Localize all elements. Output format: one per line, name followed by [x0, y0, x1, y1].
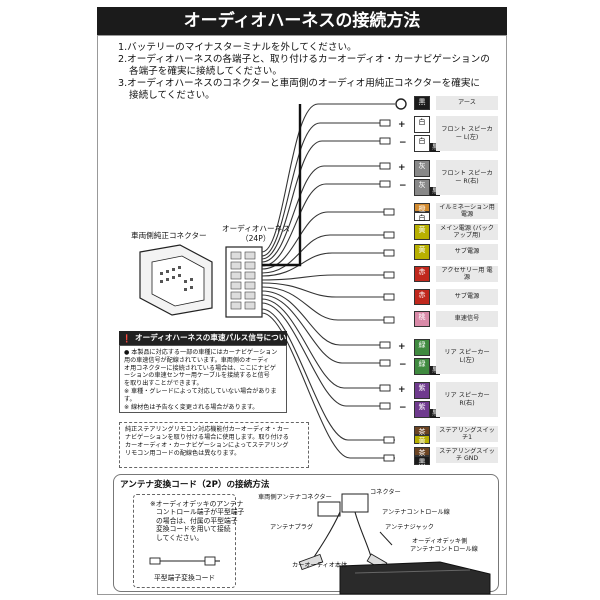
- wire-color-chip: 黄: [414, 244, 430, 260]
- wire-function-label: メイン電源 (バックアップ用): [436, 224, 498, 240]
- deck-wire-label-2: アンテナコントロール線: [410, 546, 478, 553]
- wire-color-chip: 黄: [414, 224, 430, 240]
- deck-wire-label-1: オーディオデッキ側: [412, 538, 468, 545]
- wire-function-label: ステアリングスイッチ1: [436, 426, 498, 442]
- harness-label: オーディオハーネス: [222, 224, 290, 233]
- step-3a: 3.オーディオハーネスのコネクターと車両側のオーディオ用純正コネクターを確実に: [118, 78, 481, 89]
- svg-text:−: −: [399, 403, 407, 413]
- connector-label: コネクター: [370, 489, 401, 496]
- svg-text:−: −: [399, 181, 407, 191]
- wire-color-chip: 茶: [414, 426, 430, 436]
- wire-function-label: 車速信号: [436, 311, 498, 327]
- wire-function-label: サブ電源: [436, 244, 498, 260]
- antenna-control-wire-label: アンテナコントロール線: [382, 509, 450, 516]
- antenna-plug-label: アンテナプラグ: [270, 524, 314, 531]
- wire-function-label: アース: [436, 96, 498, 110]
- caution-heading: ❗ オーディオハーネスの車速パルス信号について: [119, 331, 287, 356]
- wire-stripe-chip: 黒: [430, 187, 440, 196]
- flat-terminal-tip-box: [133, 494, 236, 588]
- wire-color-chip: 灰: [414, 160, 430, 177]
- wire-color-chip: 黒: [414, 96, 430, 110]
- step-2b: 各端子を確実に接続してください。: [129, 66, 282, 77]
- svg-text:+: +: [398, 385, 406, 395]
- flat-cord-label: 平型端子変換コード: [154, 574, 216, 582]
- wire-function-label: リア スピーカー L(左): [436, 339, 498, 374]
- wire-stripe-chip: 黒: [430, 366, 440, 375]
- antenna-section-title: アンテナ変換コード（2P）の接続方法: [120, 480, 270, 490]
- wire-stripe-chip: 黒: [430, 409, 440, 418]
- harness-connector: [225, 246, 263, 318]
- wire-color-chip: 紫: [414, 382, 430, 399]
- wire-function-label: ステアリングスイッチ GND: [436, 447, 498, 463]
- wire-color-chip-secondary: 白: [414, 212, 430, 222]
- wire-color-chip: 赤: [414, 289, 430, 305]
- wire-color-chip: 白: [414, 116, 430, 133]
- vehicle-antenna-connector-label: 車両側アンテナコネクター: [258, 494, 332, 501]
- step-3b: 接続してください。: [129, 90, 215, 101]
- audio-body-label: カーオーディオ本体: [292, 562, 348, 569]
- wire-stripe-chip: 黒: [430, 143, 440, 152]
- wire-color-chip: 茶: [414, 447, 430, 457]
- caution-body: ● 本製品に対応する一部の車種にはカーナビゲーション 用の車速信号が配線されてい…: [119, 345, 287, 413]
- steering-remote-note: 純正ステアリングリモコン対応機能付カーオーディオ・カー ナビゲーションを取り付け…: [119, 422, 309, 468]
- svg-text:+: +: [398, 163, 406, 173]
- svg-text:+: +: [398, 120, 406, 130]
- wire-function-label: リア スピーカー R(右): [436, 382, 498, 417]
- wire-color-chip: 赤: [414, 266, 430, 282]
- caution-icon: ❗: [122, 334, 132, 343]
- wire-color-chip: 緑: [414, 339, 430, 356]
- svg-text:−: −: [399, 360, 407, 370]
- wire-function-label: イルミネーション用 電源: [436, 203, 498, 219]
- wire-function-label: アクセサリー用 電源: [436, 266, 498, 282]
- wire-color-chip-secondary: 緑: [414, 358, 430, 375]
- antenna-jack-label: アンテナジャック: [385, 524, 434, 531]
- wire-color-chip-secondary: 紫: [414, 401, 430, 418]
- harness-pins-label: （24P）: [241, 234, 271, 243]
- wire-color-chip-secondary: 白: [414, 135, 430, 152]
- vehicle-connector-label: 車両側純正コネクター: [131, 231, 207, 240]
- page-title: オーディオハーネスの接続方法: [97, 7, 507, 35]
- wire-color-chip: 桃: [414, 311, 430, 327]
- wire-function-label: フロント スピーカー L(左): [436, 116, 498, 151]
- wire-function-label: フロント スピーカー R(右): [436, 160, 498, 195]
- svg-text:+: +: [398, 342, 406, 352]
- wire-color-chip-secondary: 黒: [414, 456, 430, 466]
- step-1: 1.バッテリーのマイナスターミナルを外してください。: [118, 42, 357, 53]
- wire-function-label: サブ電源: [436, 289, 498, 305]
- wire-color-chip-secondary: 灰: [414, 179, 430, 196]
- vehicle-connector-illustration: [139, 244, 213, 316]
- wire-color-chip: 橙: [414, 203, 430, 213]
- step-2a: 2.オーディオハーネスの各端子と、取り付けるカーオーディオ・カーナビゲーションの: [118, 54, 490, 65]
- wire-color-chip-secondary: 黄: [414, 435, 430, 445]
- flat-terminal-tip: ※オーディオデッキのアンテナ コントロール端子が平型端子 の場合は、付属の平型端…: [150, 500, 245, 542]
- svg-text:−: −: [399, 138, 407, 148]
